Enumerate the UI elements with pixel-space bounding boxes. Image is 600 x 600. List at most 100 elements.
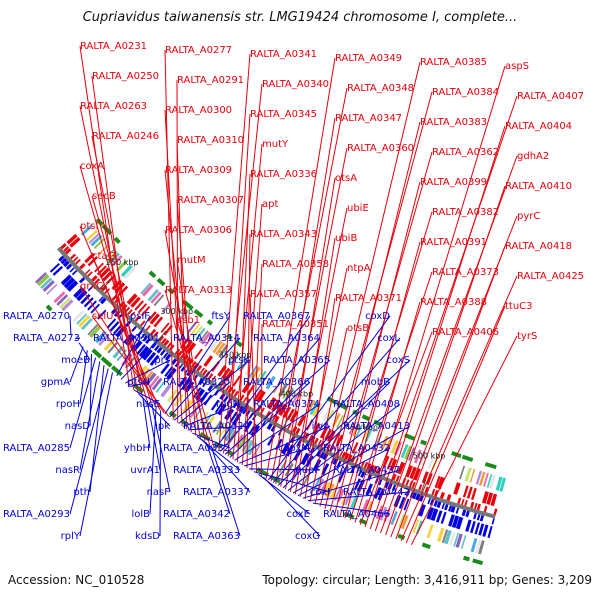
gene-feature bbox=[460, 535, 467, 549]
gene-label: RALTA_A0310 bbox=[177, 135, 244, 146]
gene-label: RALTA_A0385 bbox=[420, 57, 487, 68]
gene-label: secB bbox=[92, 191, 116, 202]
gene-feature bbox=[478, 540, 485, 555]
gene-feature bbox=[363, 461, 369, 469]
gene-feature bbox=[317, 439, 322, 446]
gene-feature bbox=[127, 309, 133, 315]
gene-feature bbox=[78, 315, 90, 328]
gene-feature bbox=[455, 507, 460, 514]
gene-feature bbox=[400, 444, 409, 459]
gene-feature bbox=[99, 283, 106, 289]
gene-feature bbox=[409, 480, 413, 487]
gene-feature bbox=[427, 498, 431, 505]
gene-feature bbox=[60, 257, 68, 265]
gene-feature bbox=[413, 468, 421, 481]
gene-feature bbox=[225, 385, 231, 392]
tick-label: 500 kbp bbox=[413, 451, 446, 460]
gene-feature bbox=[210, 399, 220, 411]
leader-line bbox=[91, 255, 161, 411]
gene-label: RALTA_A0406 bbox=[432, 327, 499, 338]
gene-feature bbox=[391, 484, 397, 492]
gene-label: RALTA_A0347 bbox=[335, 113, 402, 124]
gene-feature bbox=[372, 465, 378, 473]
gene-label: RALTA_A0246 bbox=[92, 131, 159, 142]
gene-feature bbox=[335, 434, 344, 447]
gene-feature bbox=[202, 413, 213, 427]
gene-feature bbox=[476, 514, 481, 521]
gene-feature bbox=[160, 363, 170, 375]
gene-feature bbox=[91, 275, 98, 282]
gene-label: RALTA_A0391 bbox=[420, 237, 487, 248]
leader-line bbox=[133, 389, 161, 405]
gene-label: rplY bbox=[61, 531, 81, 542]
gene-feature bbox=[489, 474, 496, 489]
gene-feature bbox=[386, 509, 395, 524]
gene-label: moeB bbox=[61, 355, 90, 366]
gene-feature bbox=[94, 278, 101, 285]
gene-feature bbox=[351, 442, 359, 454]
gene-label: ubiB bbox=[335, 233, 357, 244]
gene-label: RALTA_A0306 bbox=[165, 225, 232, 236]
leader-line bbox=[249, 293, 258, 474]
leader-line bbox=[176, 139, 188, 430]
gene-feature bbox=[89, 325, 102, 339]
leader-line bbox=[220, 337, 321, 452]
gene-label: RALTA_A0366 bbox=[243, 377, 310, 388]
leader-line bbox=[267, 315, 391, 481]
gene-feature bbox=[42, 280, 55, 292]
gene-feature bbox=[470, 520, 476, 534]
gene-feature bbox=[142, 335, 149, 342]
gene-feature bbox=[215, 342, 226, 356]
leader-line bbox=[294, 237, 336, 495]
gene-feature bbox=[78, 277, 86, 284]
gene-feature bbox=[486, 492, 494, 505]
gene-feature bbox=[35, 272, 47, 284]
gene-feature bbox=[418, 494, 424, 502]
gene-feature bbox=[138, 345, 150, 358]
gene-feature bbox=[113, 324, 123, 335]
leader-line bbox=[74, 337, 81, 340]
gene-feature bbox=[448, 505, 453, 512]
leader-line bbox=[304, 297, 336, 500]
gene-feature bbox=[85, 229, 98, 242]
gene-feature bbox=[69, 237, 81, 248]
gene-feature bbox=[484, 462, 497, 470]
gene-label: queF bbox=[295, 465, 320, 476]
gene-feature bbox=[336, 401, 349, 411]
gene-feature bbox=[72, 256, 79, 262]
gene-feature bbox=[391, 473, 397, 481]
gene-feature bbox=[134, 300, 144, 311]
leader-line bbox=[229, 381, 311, 458]
leader-line bbox=[176, 319, 215, 448]
gene-feature bbox=[361, 414, 371, 422]
gene-feature bbox=[66, 280, 79, 292]
gene-feature bbox=[436, 527, 445, 542]
gene-feature bbox=[411, 481, 416, 489]
leader-line bbox=[334, 181, 421, 514]
leader-line bbox=[246, 233, 251, 468]
gene-label: RALTA_A0340 bbox=[262, 79, 329, 90]
gene-label: RALTA_A0285 bbox=[3, 443, 70, 454]
gene-feature bbox=[337, 471, 345, 483]
gene-feature bbox=[63, 277, 76, 289]
gene-feature bbox=[427, 454, 435, 469]
gene-feature bbox=[255, 390, 266, 403]
gene-label: RALTA_A0342 bbox=[163, 509, 230, 520]
gene-feature bbox=[163, 339, 170, 347]
gene-feature bbox=[281, 442, 291, 455]
gene-label: RALTA_A0250 bbox=[92, 71, 159, 82]
gene-feature bbox=[350, 494, 360, 509]
gene-feature bbox=[412, 519, 420, 534]
gene-feature bbox=[212, 420, 222, 434]
gene-feature bbox=[90, 234, 103, 247]
reverse-label-leaders bbox=[69, 315, 411, 537]
gene-label: RALTA_A0336 bbox=[250, 169, 317, 180]
leader-line bbox=[164, 315, 231, 415]
gene-label: RALTA_A0291 bbox=[177, 75, 244, 86]
gene-feature bbox=[482, 524, 489, 537]
gene-feature bbox=[93, 237, 106, 250]
tick-mark bbox=[421, 479, 427, 492]
leader-line bbox=[227, 113, 251, 457]
leader-line bbox=[253, 471, 331, 493]
